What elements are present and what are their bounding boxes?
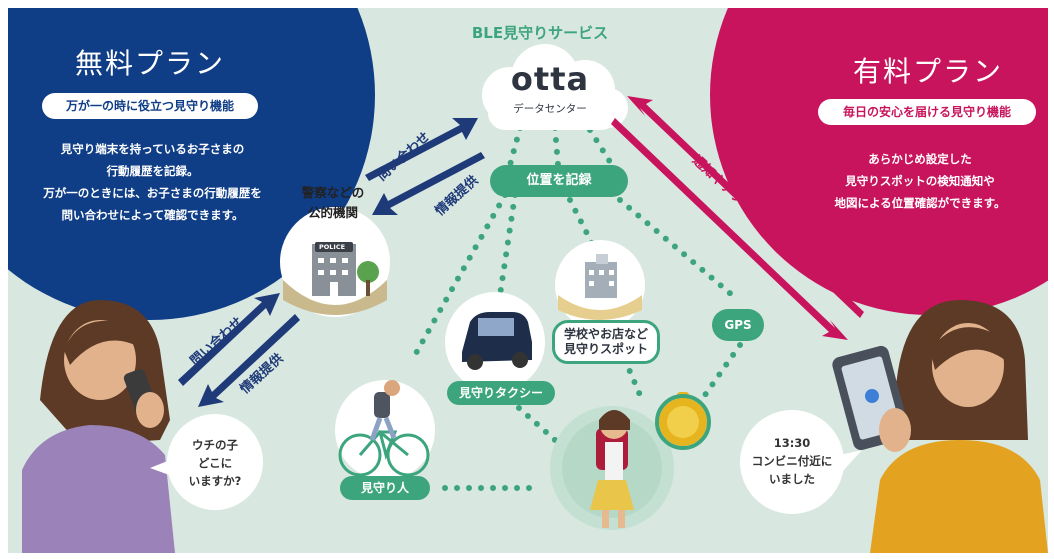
question-line: ウチの子 <box>192 438 238 452</box>
free-plan-circle <box>0 0 375 320</box>
spot-pill: 学校やお店など 見守りスポット <box>552 320 660 364</box>
lower-arrows <box>178 293 300 407</box>
police-label-line: 公的機関 <box>307 205 358 220</box>
school-spot-illustration <box>555 240 645 330</box>
left-parent-illustration <box>22 300 175 553</box>
record-position-pill: 位置を記録 <box>490 165 628 197</box>
watcher-pill: 見守り人 <box>340 476 430 500</box>
gps-pill: GPS <box>712 309 764 341</box>
spot-pill-line: 学校やお店など <box>563 327 648 341</box>
right-parent-illustration <box>832 300 1048 553</box>
paid-plan-desc-line: 地図による位置確認ができます。 <box>834 196 1006 210</box>
upper-arrows <box>365 118 485 215</box>
paid-plan-tagline: 毎日の安心を届ける見守り機能 <box>818 99 1036 125</box>
question-line: どこに <box>197 456 233 470</box>
answer-line: コンビニ付近に <box>751 454 833 468</box>
speech-bubbles <box>150 410 862 514</box>
free-plan-desc-line: 行動履歴を記録。 <box>106 164 199 178</box>
gps-device-icon <box>655 392 711 450</box>
data-center-label: データセンター <box>513 103 587 115</box>
taxi-pill: 見守りタクシー <box>447 381 555 405</box>
paid-plan-circle <box>710 0 1054 315</box>
paid-plan-description: あらかじめ設定した 見守りスポットの検知通知や 地図による位置確認ができます。 <box>800 148 1040 214</box>
police-sign: POLICE <box>318 243 346 251</box>
free-plan-description: 見守り端末を持っているお子さまの 行動履歴を記録。 万が一のときには、お子さまの… <box>20 138 285 226</box>
left-parent-question: ウチの子 どこに いますか? <box>172 436 258 490</box>
question-line: いますか? <box>188 474 242 488</box>
free-plan-desc-line: 問い合わせによって確認できます。 <box>61 208 244 222</box>
police-label-line: 警察などの <box>301 185 365 200</box>
data-center-cloud <box>482 44 628 130</box>
paid-plan-desc-line: あらかじめ設定した <box>868 152 972 166</box>
free-plan-title: 無料プラン <box>74 47 225 80</box>
free-plan-tagline: 万が一の時に役立つ見守り機能 <box>42 93 258 119</box>
service-title: BLE見守りサービス <box>471 24 609 42</box>
spot-pill-line: 見守りスポット <box>563 342 648 356</box>
notify-arrows <box>611 96 864 340</box>
paid-plan-desc-line: 見守りスポットの検知通知や <box>845 174 995 188</box>
taxi-illustration <box>445 292 545 392</box>
otta-logo: otta <box>510 60 590 98</box>
watcher-illustration <box>335 380 435 480</box>
free-plan-desc-line: 見守り端末を持っているお子さまの <box>60 142 245 156</box>
answer-line: 13:30 <box>773 436 811 450</box>
dotted-connectors <box>412 125 743 491</box>
child-illustration <box>550 406 674 530</box>
right-parent-answer: 13:30 コンビニ付近に いました <box>744 434 840 488</box>
police-illustration <box>280 207 390 317</box>
paid-plan-title: 有料プラン <box>852 55 1003 88</box>
free-plan-desc-line: 万が一のときには、お子さまの行動履歴を <box>43 186 262 200</box>
answer-line: いました <box>769 472 815 486</box>
police-label: 警察などの 公的機関 <box>288 183 378 223</box>
